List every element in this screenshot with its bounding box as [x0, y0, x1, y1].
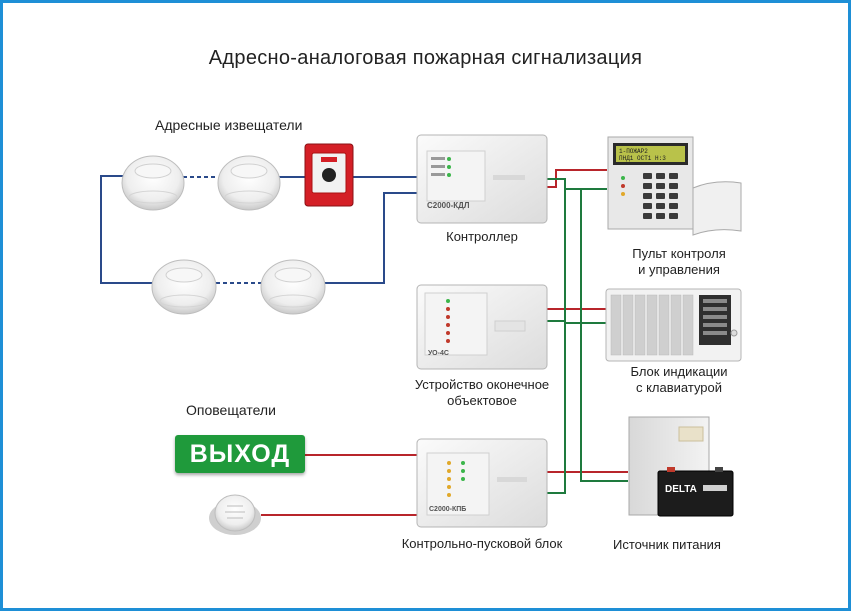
- launch-model: С2000-КПБ: [429, 506, 466, 513]
- indicator-label: Блок индикации с клавиатурой: [599, 364, 759, 396]
- smoke-detector-icon: [121, 155, 185, 211]
- detector-loop: [100, 175, 417, 284]
- launch-block-device: С2000-КПБ: [416, 438, 548, 528]
- indicator-label-line1: Блок индикации: [630, 364, 728, 379]
- indicator-label-line2: с клавиатурой: [635, 380, 723, 395]
- indicator-block-device: [605, 288, 742, 362]
- controller-model: С2000-КДЛ: [427, 201, 470, 210]
- battery-icon: DELTA: [657, 467, 734, 517]
- controller-device: С2000-КДЛ: [416, 134, 548, 224]
- control-panel-label-line2: и управления: [638, 262, 720, 277]
- terminal-label-line1: Устройство оконечное: [414, 377, 550, 392]
- interface-lines: [547, 178, 628, 494]
- controller-label: Контроллер: [446, 229, 518, 244]
- control-panel-label: Пульт контроля и управления: [599, 246, 759, 278]
- smoke-detector-icon: [260, 259, 326, 315]
- smoke-detector-icon: [217, 155, 281, 211]
- terminal-device: УО-4С: [416, 284, 548, 370]
- battery-brand: DELTA: [665, 484, 697, 495]
- power-supply-label: Источник питания: [613, 537, 721, 552]
- terminal-model: УО-4С: [428, 350, 449, 357]
- exit-sign-text: ВЫХОД: [189, 440, 291, 468]
- alarm-lines: [261, 169, 628, 516]
- page-title: Адресно-аналоговая пожарная сигнализация: [208, 47, 643, 69]
- wiring-diagram: С2000-КДЛ УО-4С: [100, 134, 742, 535]
- exit-sign: ВЫХОД: [175, 435, 305, 473]
- alerts-heading: Оповещатели: [186, 402, 276, 418]
- control-panel-label-line1: Пульт контроля: [632, 246, 726, 261]
- manual-call-point-icon: [304, 143, 354, 207]
- smoke-detector-icon: [151, 259, 217, 315]
- control-panel-device: 1-ПОЖАР2 ПНД1 ОСТ1 Н:3: [607, 136, 742, 236]
- terminal-label: Устройство оконечное объектовое: [399, 377, 565, 409]
- panel-display-line2: ПНД1 ОСТ1 Н:3: [619, 155, 666, 162]
- terminal-label-line2: объектовое: [447, 393, 517, 408]
- detectors-heading: Адресные извещатели: [155, 117, 303, 133]
- panel-display-line1: 1-ПОЖАР2: [619, 148, 648, 155]
- launch-block-label: Контрольно-пусковой блок: [401, 536, 563, 551]
- siren-icon: [209, 494, 261, 535]
